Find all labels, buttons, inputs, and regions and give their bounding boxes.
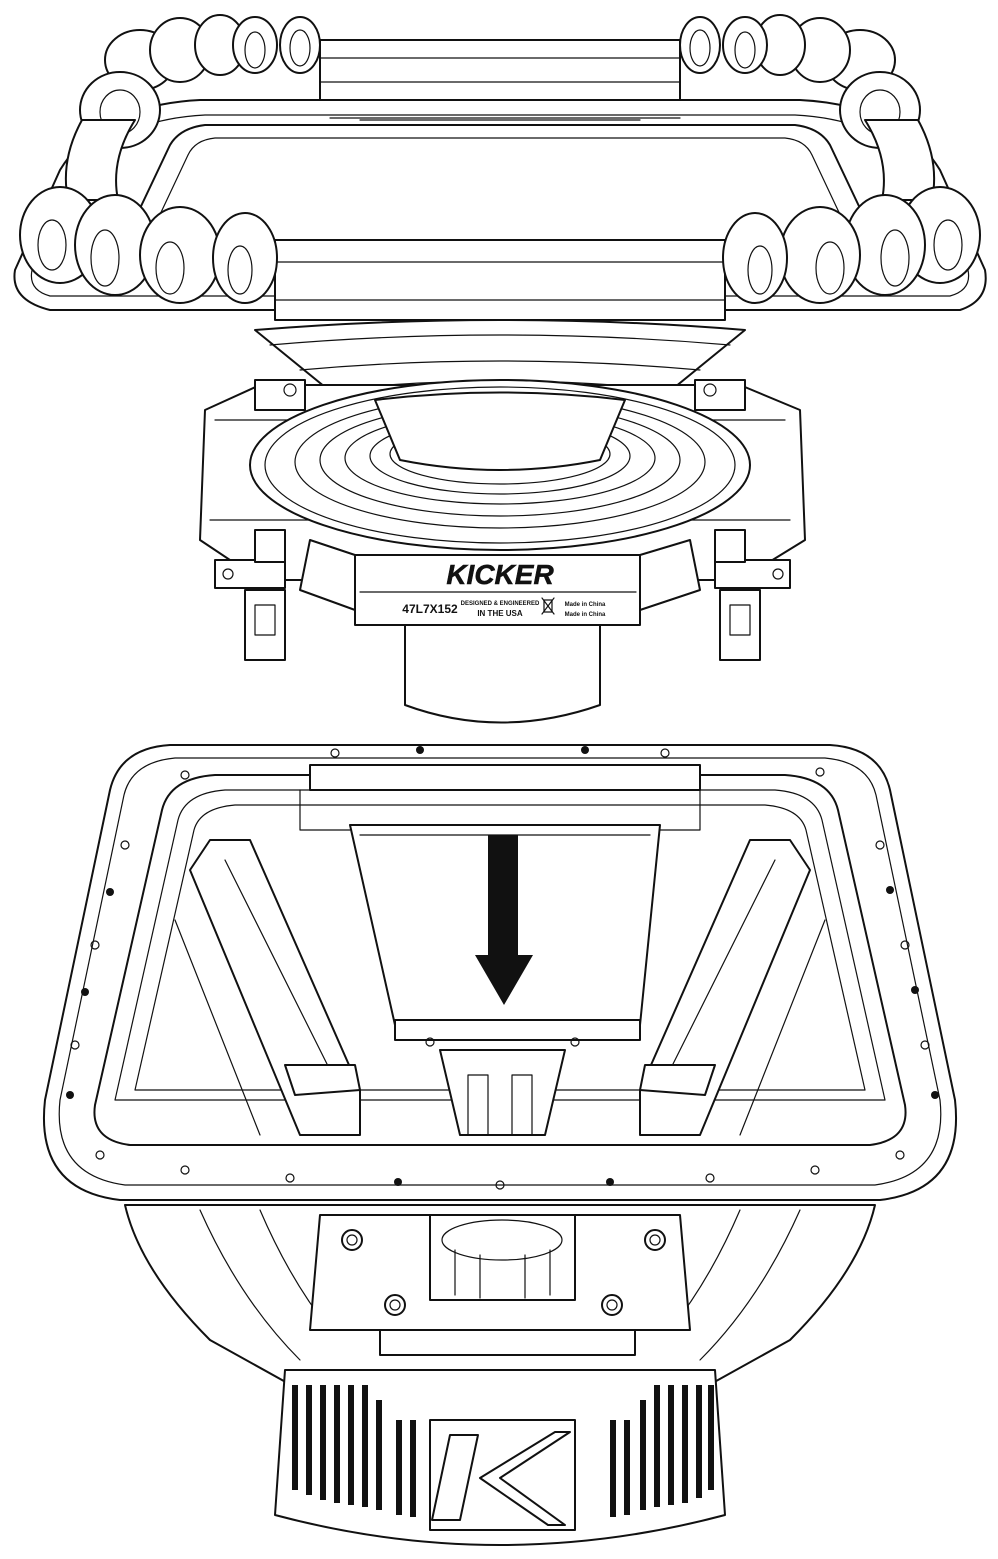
arrow-down-icon <box>475 835 533 1005</box>
surround-roll-bottom-left <box>19 186 278 304</box>
basket-left-rib <box>189 839 361 1136</box>
surround-roll-bottom-right <box>722 186 981 304</box>
weee-bin-icon <box>541 597 555 615</box>
basket-right-rib <box>639 839 811 1136</box>
terminal-left <box>214 529 286 661</box>
made-in-line-2: Made in China <box>565 612 606 618</box>
voice-coil-former <box>404 624 601 724</box>
basket-assembly: K <box>43 744 957 1546</box>
terminal-right <box>714 529 791 661</box>
heatsink-fins <box>292 1385 714 1517</box>
logo-letter: K <box>503 1539 504 1541</box>
kicker-wordmark: KICKER <box>446 559 554 590</box>
kicker-k-logo: K <box>429 1419 576 1541</box>
motor-assembly: KICKER 47L7X152 DESIGNED & ENGINEERED IN… <box>199 379 806 724</box>
made-in-line-1: Made in China <box>565 602 606 608</box>
model-number: 47L7X152 <box>402 602 458 616</box>
mounting-holes <box>66 746 939 1190</box>
origin-top: DESIGNED & ENGINEERED <box>461 601 540 607</box>
origin-bottom: IN THE USA <box>477 609 523 618</box>
